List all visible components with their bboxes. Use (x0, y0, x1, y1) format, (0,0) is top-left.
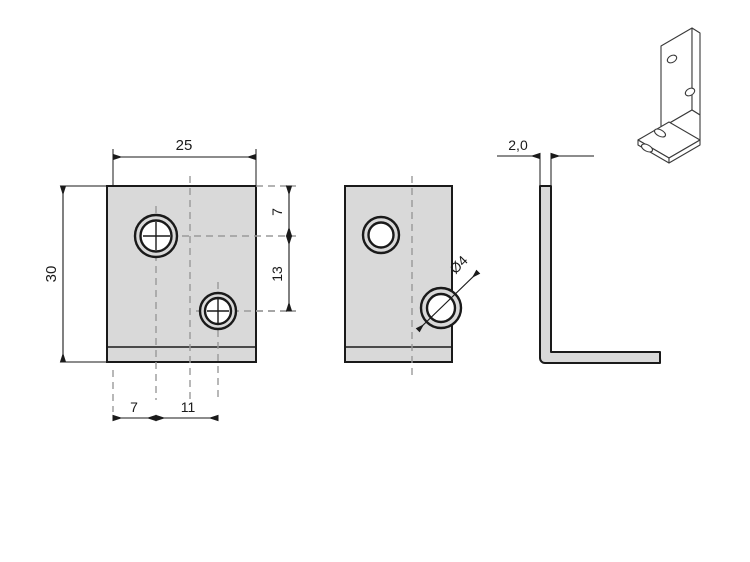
front-hole-upper (133, 213, 179, 259)
dim-label-thickness: 2,0 (508, 137, 528, 153)
dimension-height-30: 30 (43, 185, 67, 363)
iso-bottom-edge-right (668, 139, 701, 164)
dim-label-13-right: 13 (269, 266, 285, 282)
iso-hole-horizontal-lower (640, 143, 654, 153)
dimension-width-25: 25 (112, 137, 257, 161)
dimension-bottom-stack: 7 11 (112, 370, 219, 422)
middle-plate-body (344, 185, 453, 363)
front-vertical-centerlines (155, 176, 219, 400)
middle-hole-upper (361, 215, 401, 255)
dim-label-30: 30 (43, 266, 60, 283)
isometric-view (637, 27, 701, 164)
side-extension-lines (539, 156, 552, 186)
dim-label-11-bottom: 11 (181, 399, 196, 415)
dimension-thickness: 2,0 (497, 137, 594, 160)
dim-label-25: 25 (176, 137, 193, 154)
iso-hole-horizontal-upper (653, 128, 667, 138)
dim-label-7-bottom: 7 (130, 399, 138, 415)
iso-hole-vertical-upper (666, 54, 678, 64)
front-view: 25 30 (43, 137, 296, 422)
front-plate-body (106, 185, 257, 363)
side-view: 2,0 (497, 137, 661, 364)
dimension-right-stack: 7 13 (269, 185, 293, 312)
iso-vertical-thickness (691, 27, 701, 116)
front-hole-lower (198, 291, 238, 331)
iso-hole-vertical-lower (684, 87, 696, 97)
side-L-profile (539, 185, 661, 364)
diameter-callout-leader (415, 269, 481, 333)
dim-label-7-right: 7 (269, 208, 285, 216)
middle-view: Ø4 (344, 176, 481, 376)
